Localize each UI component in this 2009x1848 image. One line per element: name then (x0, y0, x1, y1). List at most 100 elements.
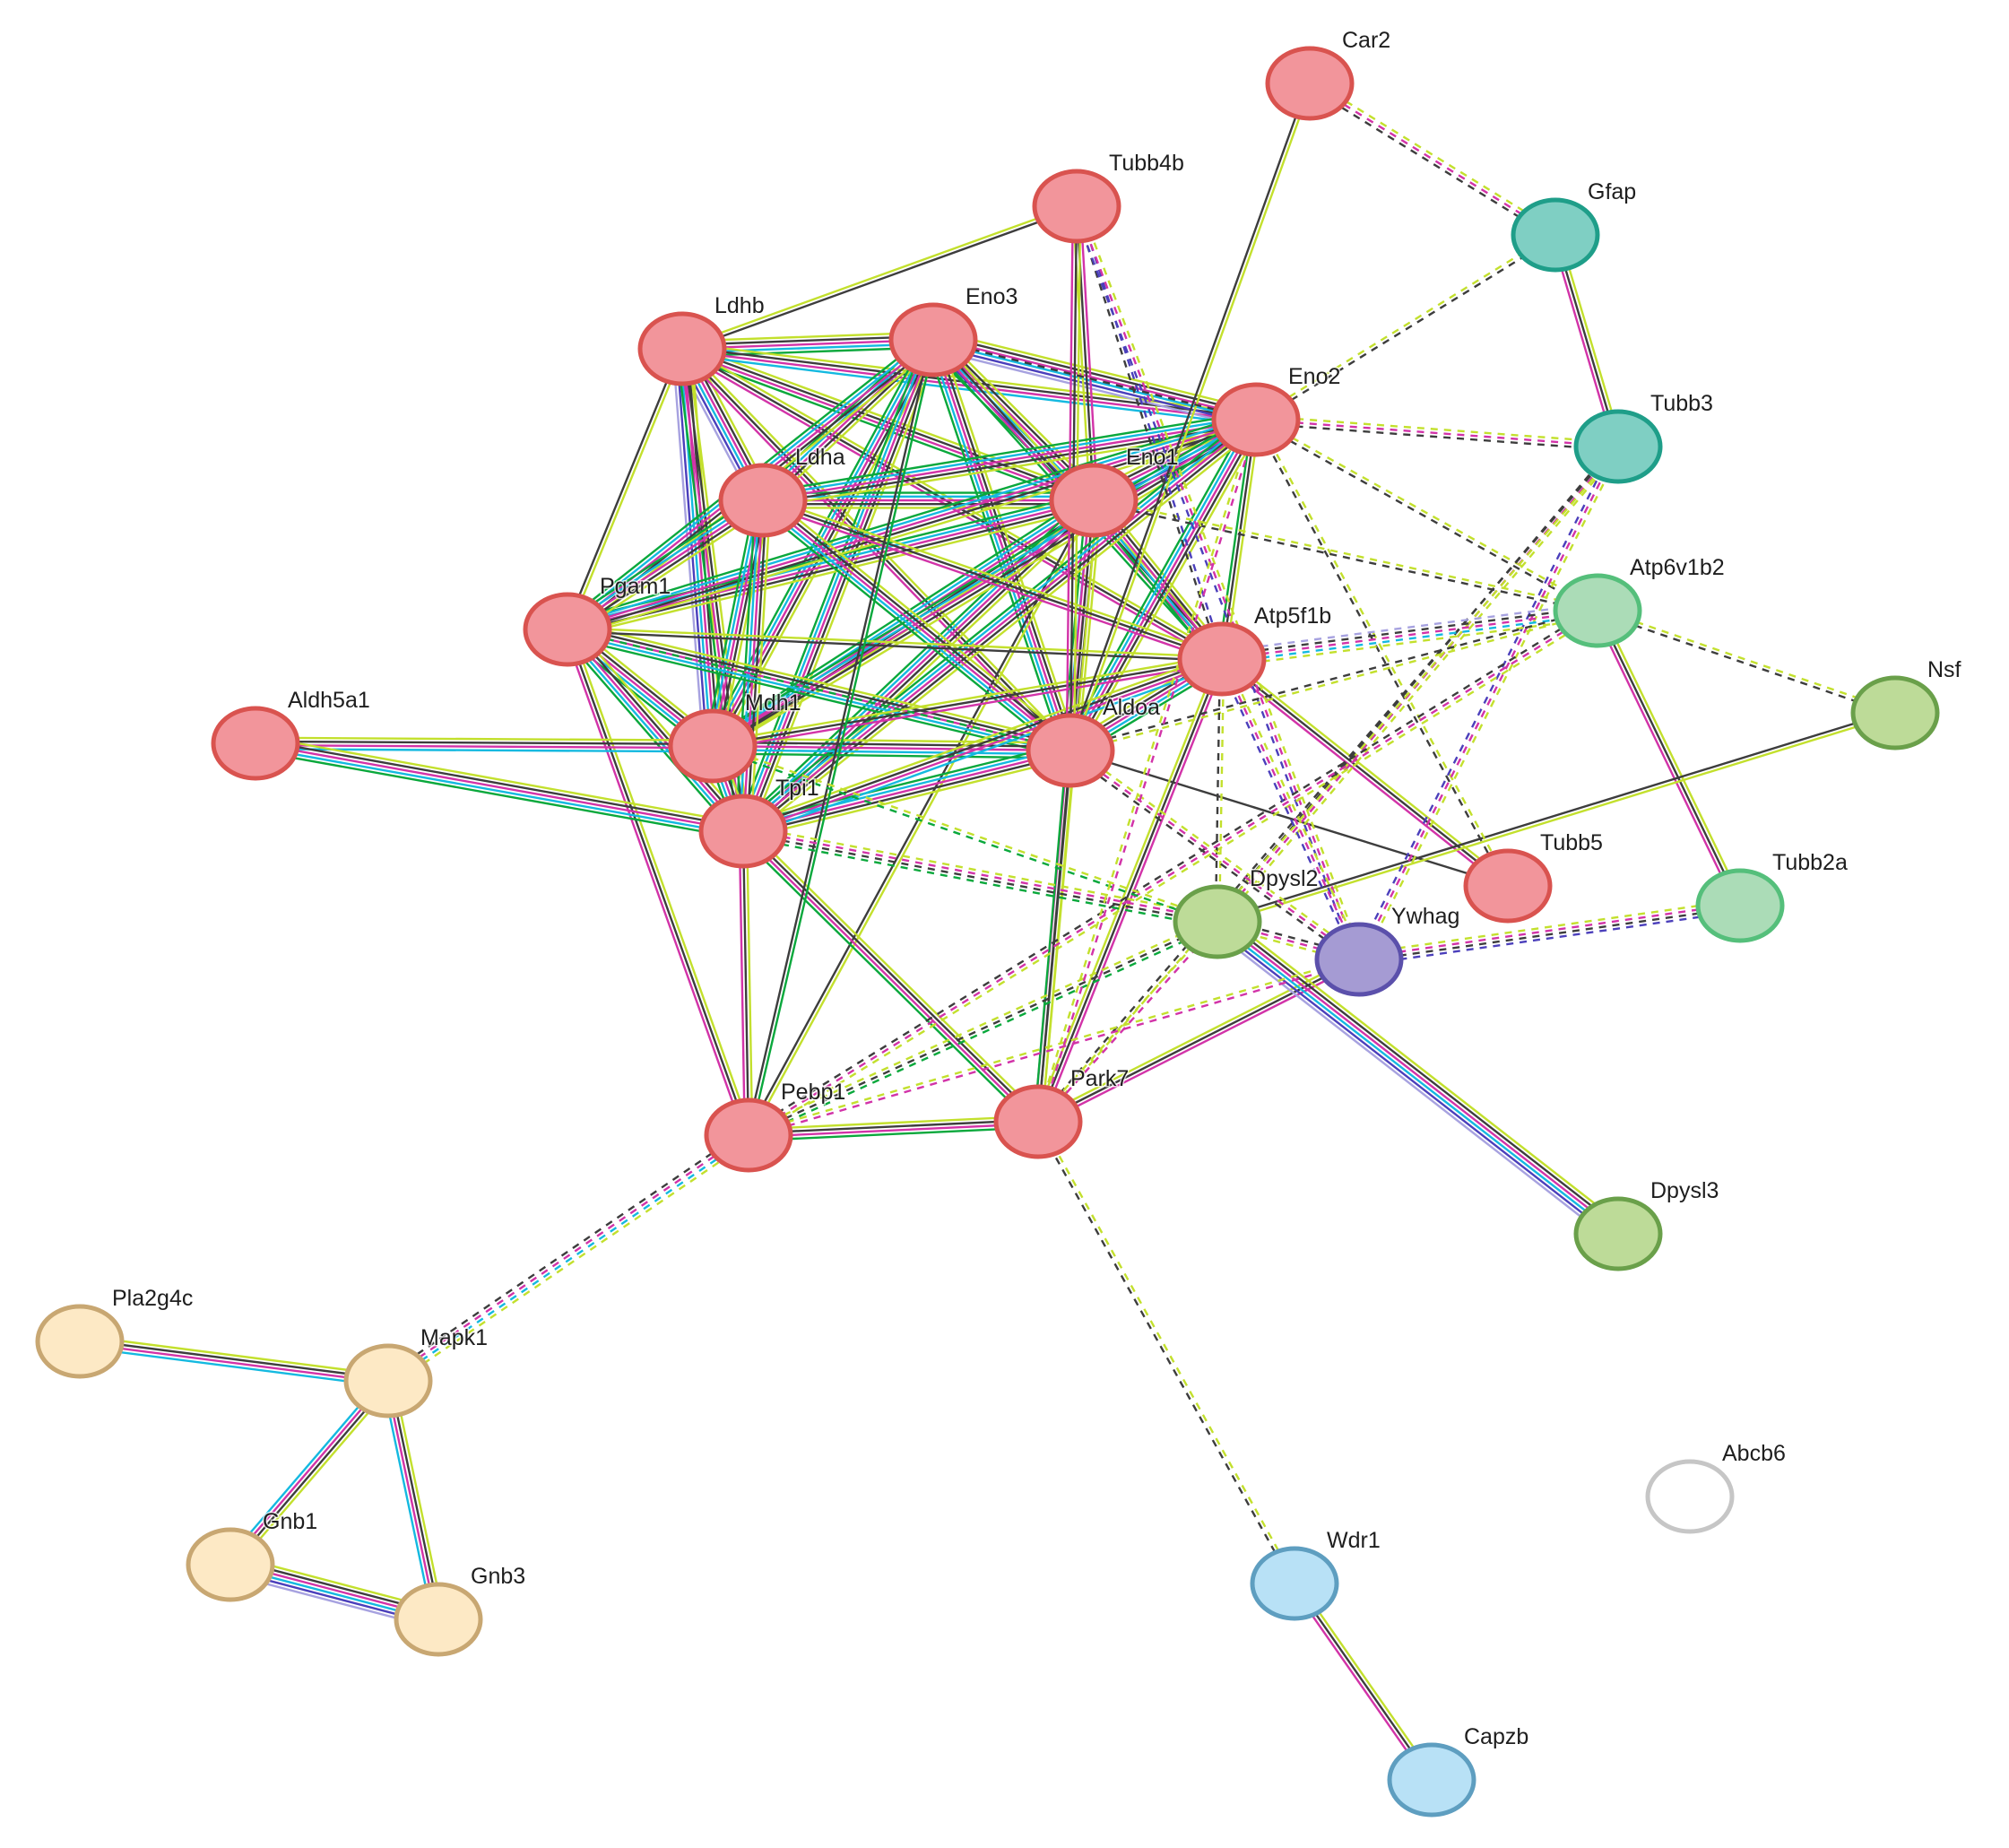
node-ldhb[interactable]: Ldhb (637, 292, 766, 386)
edge-ldha-aldoa[interactable] (757, 493, 1077, 758)
node-circle[interactable] (993, 1084, 1083, 1159)
node-circle[interactable] (698, 794, 788, 869)
node-mapk1[interactable]: Mapk1 (343, 1324, 489, 1419)
node-eno3[interactable]: Eno3 (888, 283, 1019, 377)
edge-pebp1-eno3[interactable] (745, 339, 937, 1136)
node-circle[interactable] (35, 1304, 125, 1379)
node-nsf[interactable]: Nsf (1850, 656, 1962, 750)
node-circle[interactable] (1645, 1459, 1735, 1534)
node-circle[interactable] (1573, 1196, 1663, 1271)
node-circle[interactable] (343, 1343, 433, 1419)
edge-ldhb-pgam1[interactable] (564, 347, 686, 631)
node-circle[interactable] (1695, 868, 1785, 943)
edge-eno2-gfap[interactable] (1254, 232, 1557, 422)
edge-pebp1-park7[interactable] (748, 1115, 1039, 1142)
node-tubb2a[interactable]: Tubb2a (1695, 849, 1849, 943)
node-dpysl3[interactable]: Dpysl3 (1573, 1177, 1720, 1271)
node-circle[interactable] (523, 592, 612, 667)
node-car2[interactable]: Car2 (1265, 27, 1392, 121)
edge-eno2-tpi1[interactable] (737, 412, 1262, 838)
edge-eno3-eno2[interactable] (932, 338, 1257, 421)
edge-eno3-aldoa[interactable] (924, 336, 1079, 754)
edge-pgam1-aldoa[interactable] (567, 628, 1071, 752)
node-circle[interactable] (1553, 573, 1642, 648)
node-dpysl2[interactable]: Dpysl2 (1173, 865, 1320, 959)
edge-pebp1-dpysl2[interactable] (746, 917, 1220, 1140)
edge-mapk1-gnb3[interactable] (381, 1379, 446, 1621)
node-gnb1[interactable]: Gnb1 (186, 1508, 319, 1602)
node-pebp1[interactable]: Pebp1 (704, 1079, 847, 1173)
node-aldoa[interactable]: Aldoa (1026, 694, 1162, 788)
node-circle[interactable] (888, 302, 978, 377)
node-circle[interactable] (1177, 621, 1267, 697)
node-circle[interactable] (637, 311, 727, 386)
edge-pgam1-atp5f1b[interactable] (567, 626, 1223, 663)
node-circle[interactable] (1049, 463, 1139, 538)
node-ldha[interactable]: Ldha (718, 444, 846, 538)
edge-aldoa-ywhag[interactable] (1067, 746, 1363, 964)
edge-aldh5a1-tpi1[interactable] (254, 734, 745, 840)
node-gnb3[interactable]: Gnb3 (394, 1563, 527, 1657)
edge-atp5f1b-atp6v1b2[interactable] (1220, 602, 1599, 668)
edge-eno2-atp5f1b[interactable] (1217, 419, 1261, 660)
edge-ldhb-tubb4b[interactable] (680, 203, 1078, 352)
node-circle[interactable] (1314, 922, 1404, 997)
node-ywhag[interactable]: Ywhag (1314, 903, 1461, 997)
edge-atp5f1b-dpysl2[interactable] (1214, 658, 1225, 923)
node-circle[interactable] (1211, 382, 1301, 457)
node-aldh5a1[interactable]: Aldh5a1 (211, 687, 371, 781)
node-gfap[interactable]: Gfap (1511, 178, 1638, 273)
edge-nsf-dpysl2[interactable] (1217, 709, 1896, 925)
edge-pgam1-tpi1[interactable] (560, 623, 750, 837)
node-tubb5[interactable]: Tubb5 (1463, 829, 1604, 924)
node-circle[interactable] (1265, 46, 1355, 121)
edge-ldha-mdh1[interactable] (704, 499, 772, 748)
edge-eno2-tubb3[interactable] (1255, 414, 1619, 452)
node-circle[interactable] (1026, 713, 1115, 788)
node-circle[interactable] (668, 708, 758, 784)
edge-park7-wdr1[interactable] (1035, 1120, 1297, 1585)
edge-eno3-eno2[interactable] (931, 329, 1259, 430)
edge-dpysl2-dpysl3[interactable] (1210, 913, 1625, 1243)
node-circle[interactable] (1032, 169, 1121, 244)
edge-ywhag-tubb2a[interactable] (1357, 898, 1742, 967)
edge-mdh1-dpysl2[interactable] (711, 742, 1219, 925)
node-abcb6[interactable]: Abcb6 (1645, 1440, 1787, 1534)
node-pla2g4c[interactable]: Pla2g4c (35, 1285, 195, 1379)
node-circle[interactable] (1511, 197, 1600, 273)
node-circle[interactable] (1463, 848, 1553, 924)
node-pgam1[interactable]: Pgam1 (523, 573, 672, 667)
node-circle[interactable] (718, 463, 808, 538)
edge-pgam1-pebp1[interactable] (562, 628, 754, 1137)
node-circle[interactable] (1573, 409, 1663, 484)
node-wdr1[interactable]: Wdr1 (1250, 1527, 1381, 1621)
node-circle[interactable] (1850, 675, 1940, 750)
node-circle[interactable] (704, 1098, 793, 1173)
node-eno1[interactable]: Eno1 (1049, 444, 1180, 538)
node-capzb[interactable]: Capzb (1387, 1723, 1530, 1818)
edge-atp6v1b2-nsf[interactable] (1596, 607, 1897, 716)
edge-atp6v1b2-pebp1[interactable] (746, 606, 1600, 1140)
edge-tubb4b-atp5f1b[interactable] (1073, 204, 1225, 661)
edge-pebp1-mapk1[interactable] (384, 1129, 753, 1387)
node-circle[interactable] (1173, 884, 1262, 959)
node-circle[interactable] (1387, 1742, 1476, 1818)
node-atp6v1b2[interactable]: Atp6v1b2 (1553, 554, 1726, 648)
edge-eno2-atp6v1b2[interactable] (1254, 417, 1599, 613)
edge-car2-aldoa[interactable] (1067, 82, 1313, 752)
node-circle[interactable] (394, 1582, 483, 1657)
edge-pebp1-ywhag[interactable] (748, 956, 1360, 1139)
node-atp5f1b[interactable]: Atp5f1b (1177, 603, 1333, 697)
edge-atp5f1b-ywhag[interactable] (1217, 656, 1364, 962)
edge-atp6v1b2-aldoa[interactable] (1069, 607, 1598, 754)
edge-park7-dpysl2[interactable] (1035, 919, 1220, 1124)
node-mdh1[interactable]: Mdh1 (668, 690, 802, 784)
edge-aldoa-park7[interactable] (1033, 750, 1076, 1123)
edge-mdh1-atp5f1b[interactable] (712, 654, 1223, 751)
edge-aldh5a1-mdh1[interactable] (255, 736, 714, 753)
node-park7[interactable]: Park7 (993, 1065, 1130, 1159)
edge-tpi1-pebp1[interactable] (738, 830, 754, 1136)
edge-tubb3-ywhag[interactable] (1355, 444, 1623, 962)
node-tubb4b[interactable]: Tubb4b (1032, 150, 1185, 244)
node-tpi1[interactable]: Tpi1 (698, 775, 820, 869)
